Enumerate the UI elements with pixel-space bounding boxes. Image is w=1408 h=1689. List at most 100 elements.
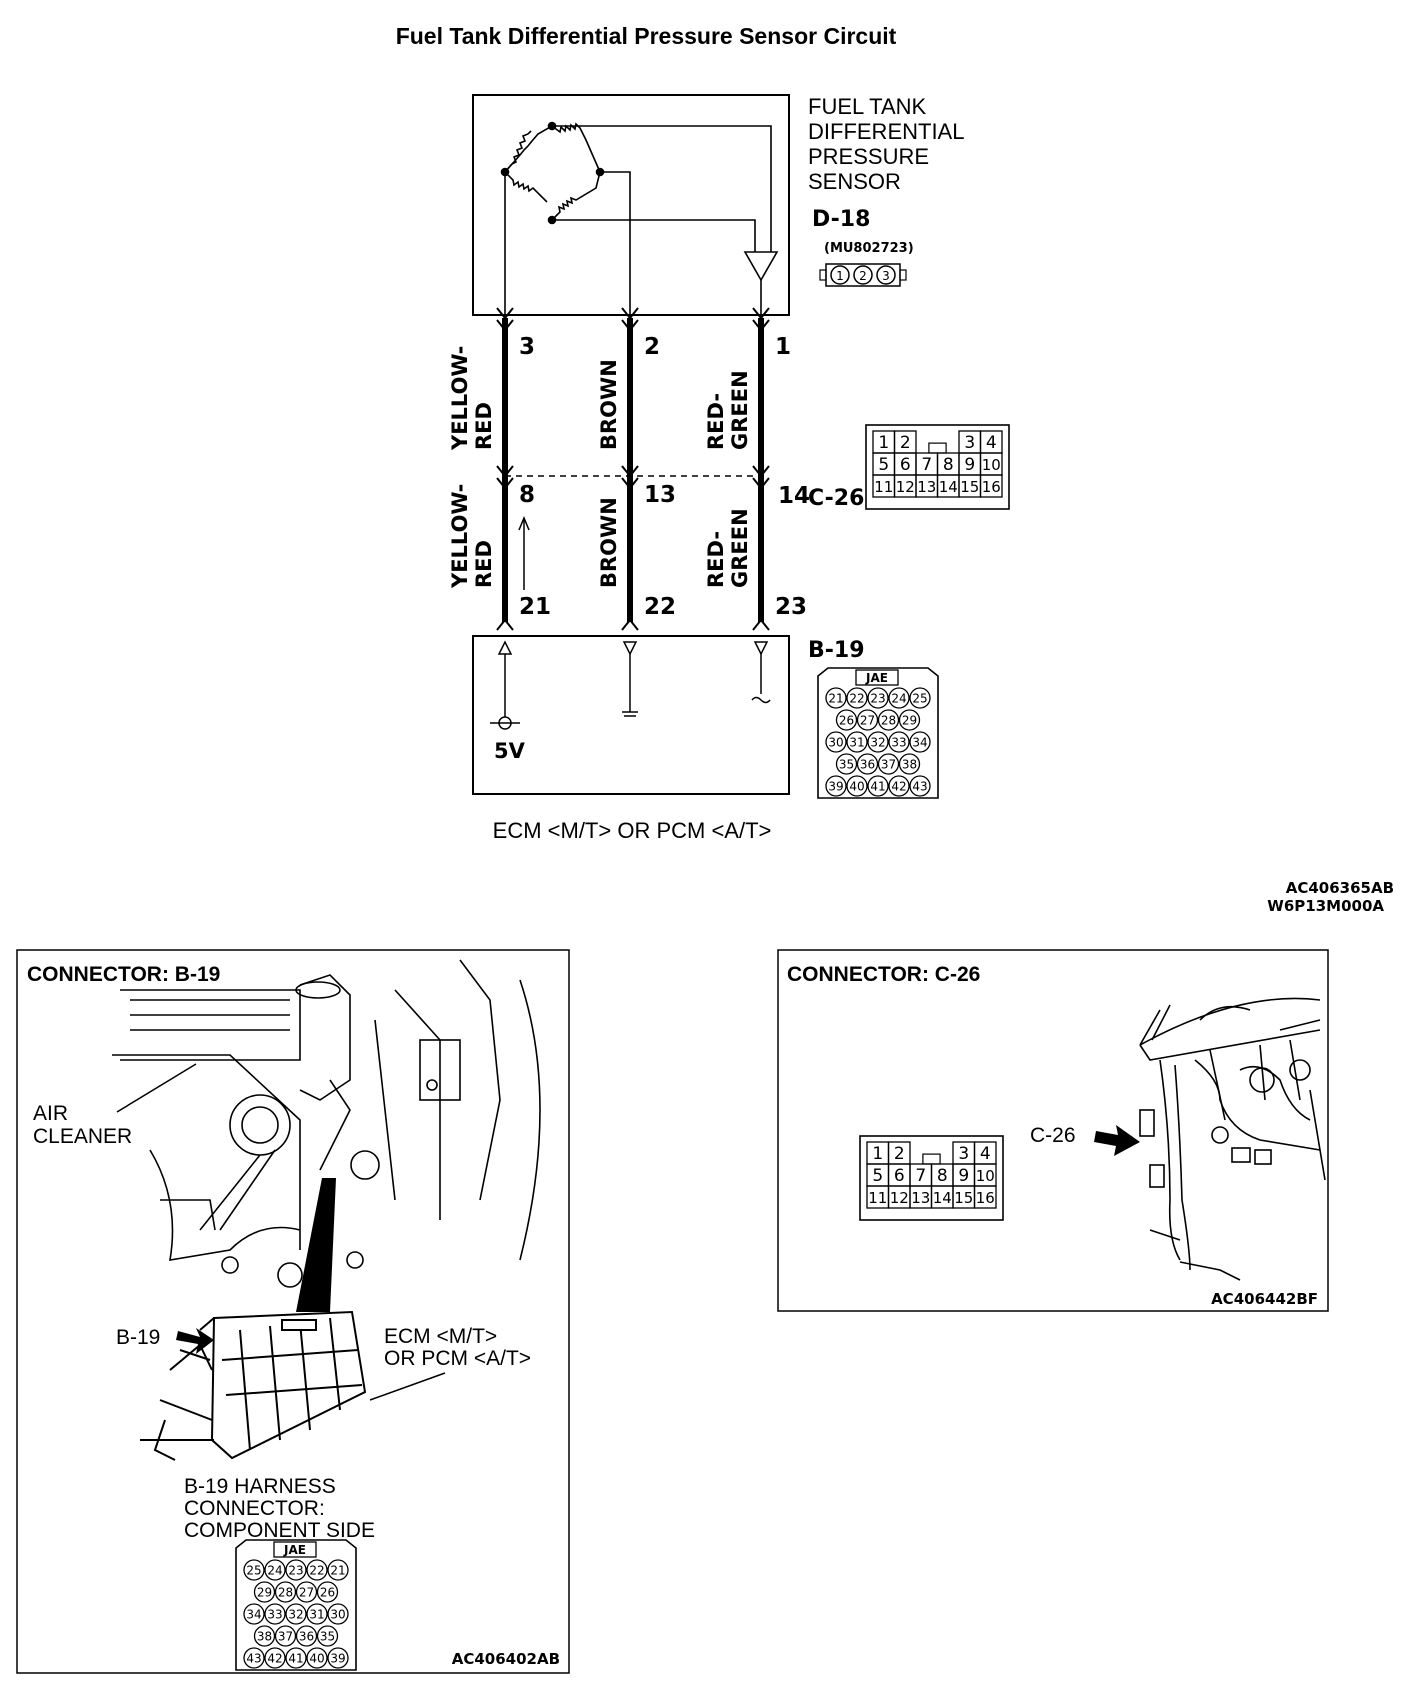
- connector-pin: 42: [891, 780, 906, 794]
- c26-panel-title: CONNECTOR: C-26: [787, 963, 980, 986]
- connector-pin: 23: [288, 1564, 303, 1578]
- connector-pin: 27: [299, 1586, 314, 1600]
- sensor-pin-label: 2: [644, 334, 660, 360]
- connector-pin: 38: [257, 1630, 272, 1644]
- connector-pin: 28: [278, 1586, 293, 1600]
- connector-pin-socket: [909, 775, 931, 797]
- b19-pointer-label: B-19: [116, 1326, 160, 1349]
- connector-pin-socket: [327, 1603, 349, 1625]
- connector-pin: 8: [943, 455, 954, 475]
- connector-pin-socket: [295, 1625, 318, 1647]
- wire-color-text: BROWN: [597, 497, 621, 588]
- wire-terminal-mark: [496, 477, 514, 490]
- ecm-5v-label: 5V: [494, 739, 526, 763]
- connector-pin: 32: [870, 736, 885, 750]
- connector-pin: 10: [976, 1167, 995, 1185]
- wire-color-text: GREEN: [728, 370, 752, 450]
- connector-pin: 24: [267, 1564, 282, 1578]
- wire-terminal-mark: [496, 618, 514, 631]
- b19-panel: [16, 949, 570, 1674]
- connector-pin-socket: [846, 731, 868, 753]
- connector-pin: 41: [288, 1652, 303, 1666]
- connector-pin: 43: [912, 780, 927, 794]
- connector-pin: 33: [891, 736, 906, 750]
- connector-pin-socket: [285, 1559, 307, 1581]
- connector-pin-socket: [327, 1559, 349, 1581]
- air-cleaner-label-1: AIR: [33, 1102, 68, 1125]
- connector-pin: 21: [828, 692, 843, 706]
- connector-housing: [865, 424, 1010, 510]
- connector-housing: [235, 1539, 357, 1671]
- connector-pin-socket: [898, 753, 921, 775]
- c26-panel: [777, 949, 1329, 1312]
- connector-pin: 10: [982, 456, 1001, 474]
- wire-terminal-mark: [621, 319, 639, 332]
- connector-pin: 32: [288, 1608, 303, 1622]
- c26-pointer-label: C-26: [1030, 1124, 1076, 1147]
- wire-terminal-mark: [496, 307, 514, 320]
- c26-pin-label: 13: [644, 482, 676, 508]
- connector-pin: 11: [868, 1189, 887, 1207]
- connector-pin: 40: [309, 1652, 324, 1666]
- connector-pin: 26: [839, 714, 854, 728]
- sensor-box: [472, 94, 790, 316]
- wire-color-text: BROWN: [597, 359, 621, 450]
- connector-pin: 35: [839, 758, 854, 772]
- connector-pin: 23: [870, 692, 885, 706]
- c26-pointer-arrow: [1094, 1125, 1140, 1156]
- ref-code-1: AC406365AB: [1286, 879, 1394, 897]
- connector-pin: 11: [874, 478, 893, 496]
- connector-pin-socket: [856, 709, 879, 731]
- ecm-pin-label: 22: [644, 594, 676, 620]
- connector-pin-socket: [909, 687, 931, 709]
- connector-pin: 16: [982, 478, 1001, 496]
- sensor-part-number: (MU802723): [824, 241, 914, 256]
- connector-pin: 31: [849, 736, 864, 750]
- connector-pin-socket: [835, 709, 858, 731]
- connector-pin: 13: [917, 478, 936, 496]
- wire-color-label: YELLOW-RED: [448, 484, 496, 589]
- wire-terminal-mark: [621, 618, 639, 631]
- wire-terminal-mark: [621, 307, 639, 320]
- connector-pin: 39: [330, 1652, 345, 1666]
- connector-pin-socket: [888, 731, 910, 753]
- sensor-pin-label: 1: [775, 334, 791, 360]
- connector-pin: 3: [958, 1144, 969, 1164]
- connector-pin-socket: [264, 1603, 286, 1625]
- connector-pin: 5: [872, 1166, 883, 1186]
- wire-color-text: YELLOW-: [448, 346, 472, 451]
- connector-pin: 43: [246, 1652, 261, 1666]
- connector-pin-socket: [846, 687, 868, 709]
- ecm-location-wedge: [296, 1178, 336, 1312]
- connector-pin-socket: [306, 1559, 328, 1581]
- dashboard-illustration: [1139, 997, 1326, 1281]
- connector-pin: 35: [320, 1630, 335, 1644]
- connector-pin-socket: [274, 1581, 297, 1603]
- wire-color-label: RED-GREEN: [704, 508, 752, 588]
- connector-pin: 31: [309, 1608, 324, 1622]
- connector-pin-socket: [243, 1647, 265, 1669]
- connector-pin-socket: [835, 753, 858, 775]
- connector-jae-label: JAE: [283, 1543, 306, 1557]
- connector-pin: 2: [900, 433, 911, 453]
- ecm-pin-label: 21: [519, 594, 551, 620]
- connector-pin-socket: [306, 1647, 328, 1669]
- ecm-label-line-1: ECM <M/T>: [384, 1325, 497, 1348]
- connector-pin-socket: [264, 1559, 286, 1581]
- connector-pin: 34: [246, 1608, 261, 1622]
- connector-pin: 29: [257, 1586, 272, 1600]
- b19-panel-title: CONNECTOR: B-19: [27, 963, 220, 986]
- connector-pin: 2: [894, 1144, 905, 1164]
- connector-pin-socket: [867, 775, 889, 797]
- connector-pin-socket: [316, 1581, 339, 1603]
- wire-terminal-mark: [752, 618, 770, 631]
- d18-connector-icon: 1 2 3: [819, 263, 907, 287]
- connector-pin: 12: [890, 1189, 909, 1207]
- connector-pin: 39: [828, 780, 843, 794]
- connector-pin-socket: [285, 1603, 307, 1625]
- connector-housing: [859, 1135, 1004, 1221]
- connector-pin: 21: [330, 1564, 345, 1578]
